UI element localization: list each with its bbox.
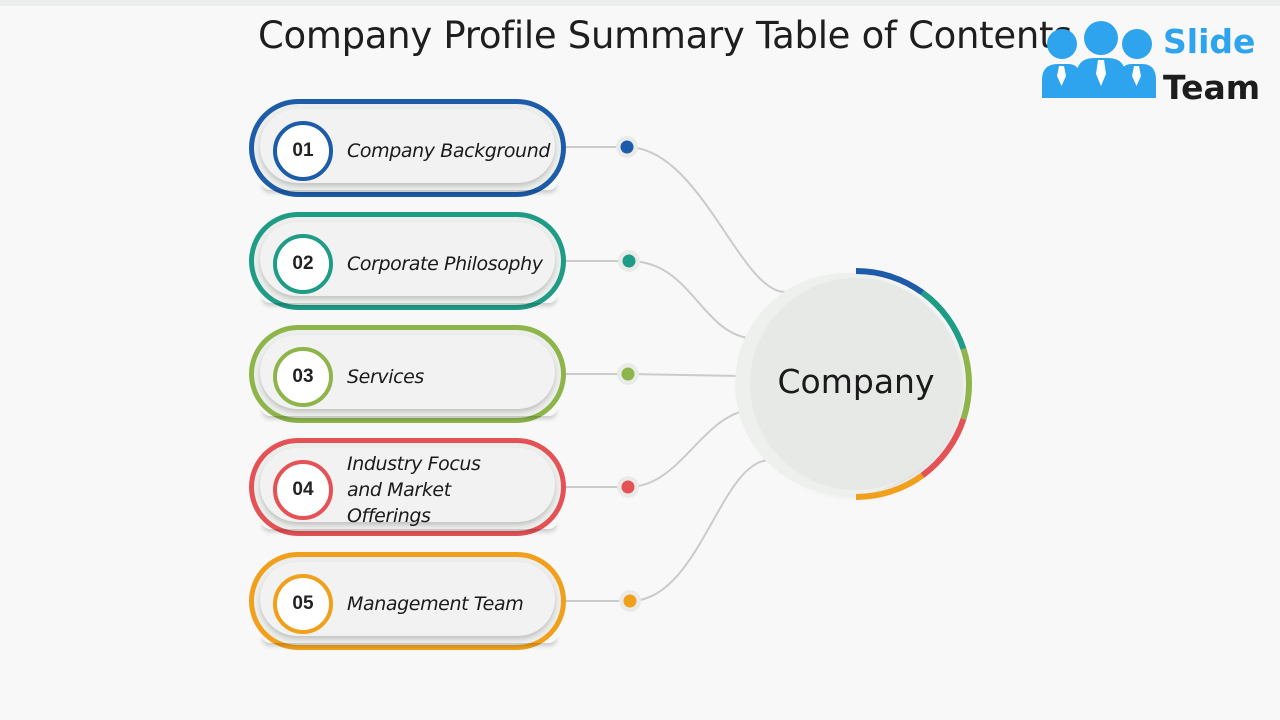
item-number-badge: 03 [273, 347, 333, 407]
dot-03 [621, 367, 635, 381]
toc-item-body: 01 Company Background [260, 109, 555, 183]
ring-arc-04 [920, 417, 967, 478]
toc-item-04[interactable]: 04 Industry Focus and Market Offerings [249, 438, 566, 536]
center-hub-label: Company [777, 362, 935, 401]
logo-team-text: Team [1163, 68, 1261, 107]
item-number-badge: 05 [273, 574, 333, 634]
ring-arc-01 [855, 268, 925, 296]
toc-item-body: 05 Management Team [260, 562, 555, 636]
item-label: Company Background [347, 140, 550, 162]
toc-item-05[interactable]: 05 Management Team [249, 552, 566, 650]
item-label: Management Team [347, 593, 524, 615]
item-label: Corporate Philosophy [347, 253, 543, 275]
toc-item-01[interactable]: 01 Company Background [249, 99, 566, 197]
dot-05 [623, 594, 637, 608]
ring-arc-03 [960, 348, 972, 420]
dot-02 [622, 254, 636, 268]
logo-slide-text: Slide [1163, 22, 1256, 61]
item-number-badge: 04 [273, 460, 333, 520]
item-label: Services [347, 366, 424, 388]
dot-04 [621, 480, 635, 494]
toc-item-body: 03 Services [260, 335, 555, 409]
ring-arc-02 [920, 290, 967, 351]
toc-item-03[interactable]: 03 Services [249, 325, 566, 423]
slideteam-logo-icon [1042, 21, 1156, 98]
item-number-badge: 01 [273, 121, 333, 181]
toc-item-02[interactable]: 02 Corporate Philosophy [249, 212, 566, 310]
slide-title: Company Profile Summary Table of Content… [258, 14, 1073, 57]
ring-arc-05 [855, 472, 925, 500]
top-bar [0, 0, 1280, 6]
dot-01 [620, 140, 634, 154]
item-number-badge: 02 [273, 234, 333, 294]
toc-item-body: 04 Industry Focus and Market Offerings [260, 448, 555, 527]
center-hub-circle [750, 278, 962, 490]
toc-item-body: 02 Corporate Philosophy [260, 222, 555, 296]
